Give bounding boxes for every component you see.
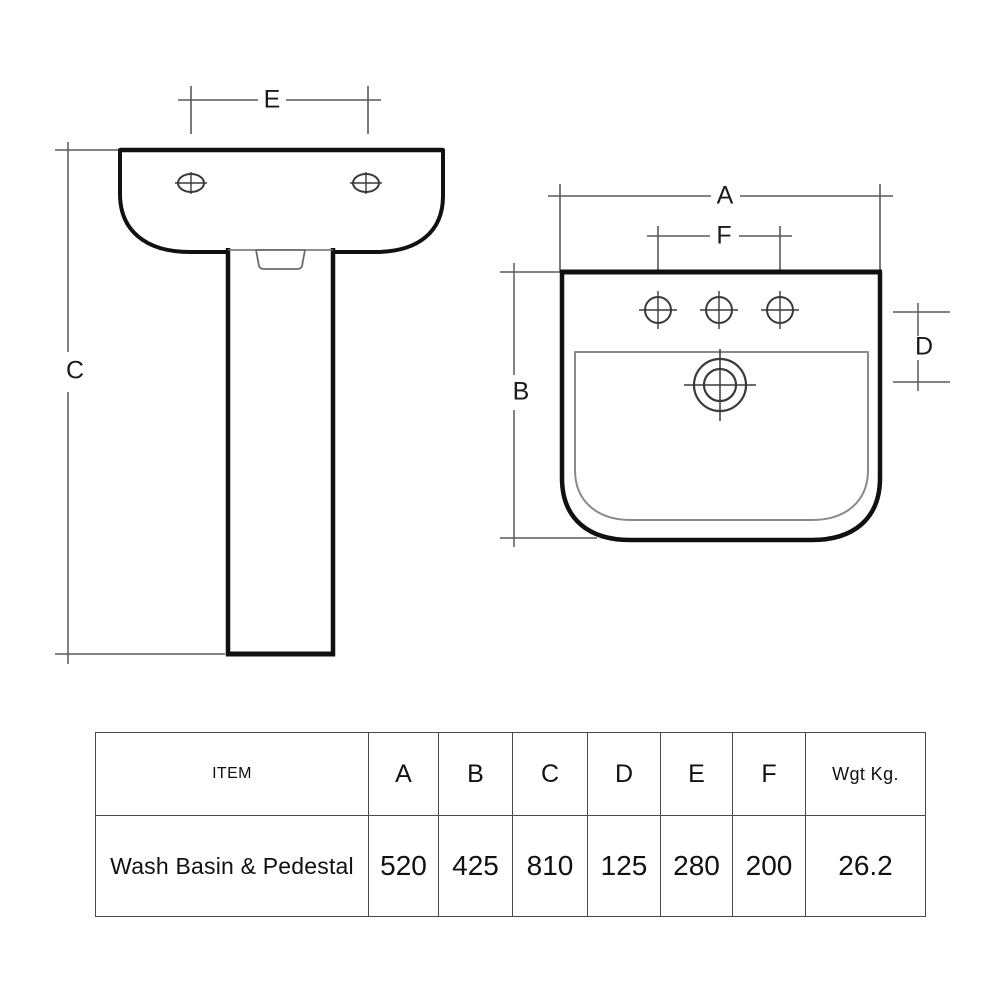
table-header-b: B bbox=[438, 732, 513, 816]
tap-hole-centre-plan bbox=[700, 291, 738, 329]
table-header-a: A bbox=[368, 732, 439, 816]
dimension-label-c: C bbox=[66, 357, 84, 385]
cell-value-e: 280 bbox=[660, 815, 733, 917]
tap-hole-right-plan bbox=[761, 291, 799, 329]
basin-front-outline bbox=[118, 148, 445, 254]
table-header-item: ITEM bbox=[95, 732, 369, 816]
table-header-f: F bbox=[732, 732, 806, 816]
dimension-label-b: B bbox=[513, 378, 530, 406]
table-header-row: ITEM A B C D E F Wgt Kg. bbox=[95, 732, 926, 816]
waste-drain-hole bbox=[684, 349, 756, 421]
tap-hole-right-front bbox=[350, 172, 382, 194]
table-header-e: E bbox=[660, 732, 733, 816]
basin-bowl-inner-outline bbox=[574, 351, 869, 521]
table-header-c: C bbox=[512, 732, 588, 816]
cell-item-name: Wash Basin & Pedestal bbox=[95, 815, 369, 917]
dimension-label-e: E bbox=[264, 86, 281, 114]
table-header-weight: Wgt Kg. bbox=[805, 732, 926, 816]
specification-table: ITEM A B C D E F Wgt Kg. Wash Basin & Pe… bbox=[95, 732, 926, 917]
cell-value-a: 520 bbox=[368, 815, 439, 917]
pedestal-bracket-detail bbox=[255, 249, 306, 270]
table-header-d: D bbox=[587, 732, 661, 816]
cell-value-weight: 26.2 bbox=[805, 815, 926, 917]
cell-value-c: 810 bbox=[512, 815, 588, 917]
cell-value-f: 200 bbox=[732, 815, 806, 917]
tap-hole-left-front bbox=[175, 172, 207, 194]
dimension-label-d: D bbox=[915, 333, 933, 361]
cell-value-b: 425 bbox=[438, 815, 513, 917]
plan-view-group: A F B D bbox=[500, 182, 950, 547]
pedestal-outline bbox=[225, 248, 336, 657]
dimension-label-f: F bbox=[716, 222, 731, 250]
cell-value-d: 125 bbox=[587, 815, 661, 917]
tap-hole-left-plan bbox=[639, 291, 677, 329]
front-view-group: E C bbox=[55, 86, 445, 664]
table-row: Wash Basin & Pedestal 520 425 810 125 28… bbox=[95, 815, 926, 917]
dimension-label-a: A bbox=[717, 182, 734, 210]
